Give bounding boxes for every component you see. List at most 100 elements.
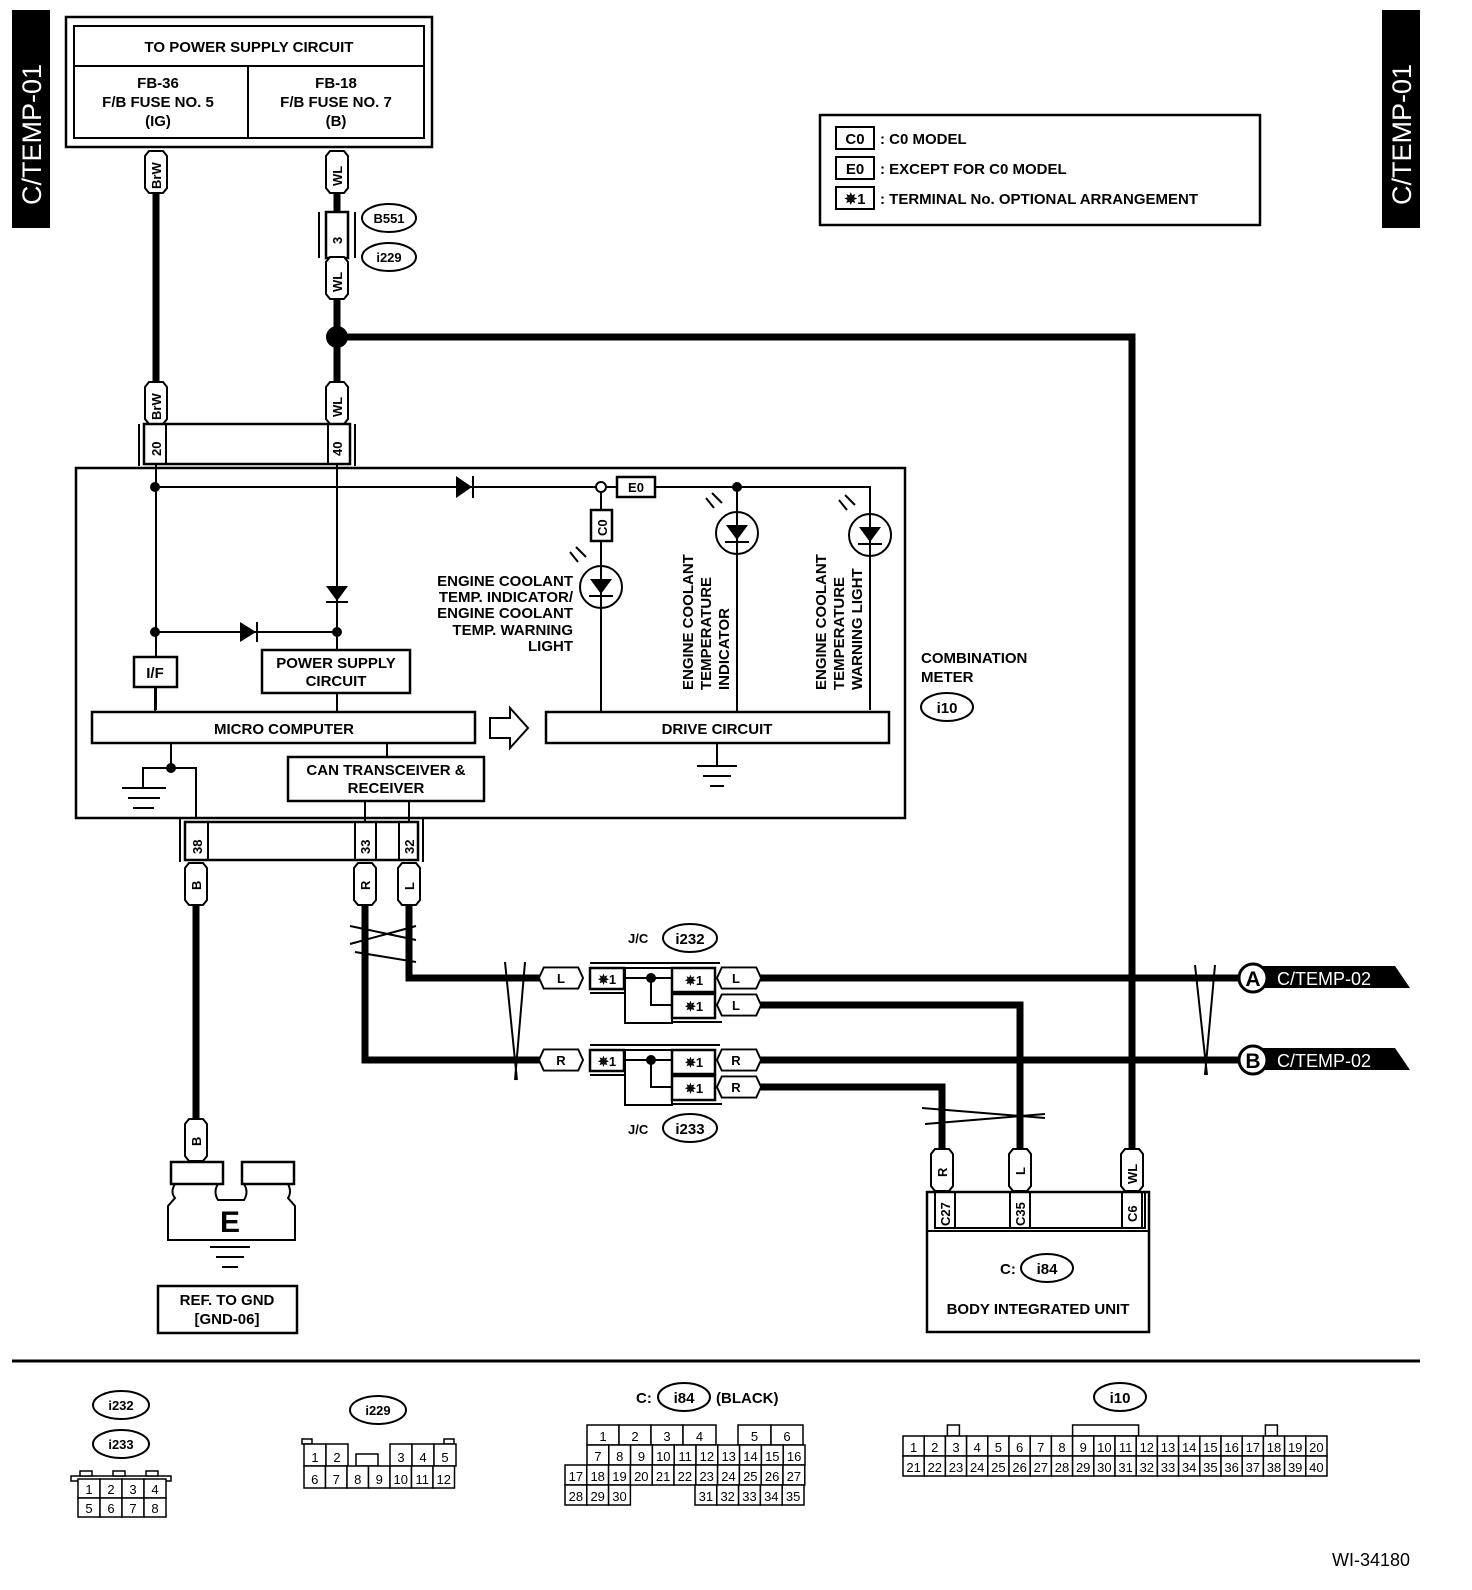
pin-number: 7 [594,1449,601,1464]
pin-number: 1 [599,1429,606,1444]
svg-text:TEMP. INDICATOR/: TEMP. INDICATOR/ [439,589,574,606]
svg-text:B551: B551 [373,211,404,226]
svg-text:33: 33 [358,840,373,854]
pin-number: 23 [949,1460,963,1475]
svg-text:i84: i84 [674,1390,696,1407]
svg-text:C/TEMP-02: C/TEMP-02 [1277,969,1371,989]
figure-id: WI-34180 [1332,1550,1410,1570]
svg-text:i232: i232 [108,1398,133,1413]
svg-text:✵1: ✵1 [844,191,866,208]
pin-number: 6 [311,1472,318,1487]
pin-number: 6 [783,1429,790,1444]
connector-key [1264,1424,1279,1437]
pin-number: 10 [656,1449,670,1464]
pin-number: 7 [1037,1440,1044,1455]
svg-text:LIGHT: LIGHT [528,638,573,655]
pin-number: 14 [743,1449,757,1464]
svg-text:(B): (B) [326,113,347,130]
svg-text:E: E [220,1206,240,1239]
pin-number: 8 [151,1501,158,1516]
pin-number: 37 [1246,1460,1260,1475]
svg-text:REF. TO GND: REF. TO GND [180,1292,275,1309]
pin-number: 13 [721,1449,735,1464]
pin-number: 3 [663,1429,670,1444]
svg-text:L: L [732,998,740,1013]
svg-text:FB-18: FB-18 [315,75,357,92]
svg-text:40: 40 [330,442,345,456]
pin-number: 3 [129,1482,136,1497]
svg-text:METER: METER [921,669,974,686]
pin-number: 19 [612,1469,626,1484]
pin-cell [607,1484,632,1506]
pin-number: 18 [1267,1440,1281,1455]
svg-text:i233: i233 [675,1121,704,1138]
page-tag-text: C/TEMP-01 [17,64,47,205]
svg-text:J/C: J/C [628,931,649,946]
svg-text:R: R [935,1167,950,1177]
svg-text:✵1: ✵1 [597,972,616,987]
svg-text:J/C: J/C [628,1122,649,1137]
micro-computer-block: MICRO COMPUTER [214,721,354,738]
pin-number: 12 [1140,1440,1154,1455]
svg-text:: C0 MODEL: : C0 MODEL [880,131,967,148]
svg-text:FB-36: FB-36 [137,75,179,92]
pin-number: 24 [721,1469,735,1484]
pin-number: 23 [699,1469,713,1484]
pin-number: 15 [765,1449,779,1464]
offpage-connector-b: B C/TEMP-02 [1237,1044,1410,1076]
wire-label-wl-mid: WL [325,256,349,300]
svg-text:i233: i233 [108,1437,133,1452]
svg-text:WARNING LIGHT: WARNING LIGHT [849,568,866,690]
svg-text:WL: WL [330,166,345,186]
svg-text:COMBINATION: COMBINATION [921,650,1027,667]
svg-text:ENGINE COOLANT: ENGINE COOLANT [437,605,573,622]
pin-number: 11 [1119,1440,1133,1455]
pin-number: 19 [1288,1440,1302,1455]
svg-text:✵1: ✵1 [684,1081,703,1096]
pin-number: 1 [910,1440,917,1455]
wire-label-brw-bottom: BrW [144,381,168,425]
pin-number: 33 [742,1489,756,1504]
pin-number: 13 [1161,1440,1175,1455]
pin-cell [781,1484,805,1506]
svg-text:(IG): (IG) [145,113,171,130]
pin-number: 5 [441,1450,448,1465]
pin-number: 25 [991,1460,1005,1475]
pin-number: 8 [1058,1440,1065,1455]
pin-number: 9 [376,1472,383,1487]
pin-number: 11 [416,1472,430,1487]
svg-text:i229: i229 [365,1403,390,1418]
wire-label-wl-bottom: WL [325,381,349,425]
pin-number: 7 [129,1501,136,1516]
svg-text:(BLACK): (BLACK) [716,1390,778,1407]
pin-number: 20 [1309,1440,1323,1455]
pin-number: 14 [1182,1440,1196,1455]
power-supply-box: TO POWER SUPPLY CIRCUIT FB-36 F/B FUSE N… [64,15,434,149]
pin-number: 9 [1080,1440,1087,1455]
drive-circuit-block: DRIVE CIRCUIT [662,721,773,738]
svg-text:TEMPERATURE: TEMPERATURE [831,577,848,690]
pin-number: 32 [1140,1460,1154,1475]
svg-text:R: R [358,880,373,890]
svg-text:[GND-06]: [GND-06] [194,1311,259,1328]
svg-text:A: A [1245,968,1260,991]
joint-connector-i232: J/C i232 L ✵1 ✵1 ✵1 L L [538,923,762,1024]
pin-number: 5 [995,1440,1002,1455]
pin-number: 35 [786,1489,800,1504]
svg-text:i229: i229 [376,250,401,265]
svg-text:BODY INTEGRATED UNIT: BODY INTEGRATED UNIT [947,1301,1130,1318]
pin-number: 28 [569,1489,583,1504]
wire-label-b: B [184,862,208,906]
svg-text:ENGINE COOLANT: ENGINE COOLANT [437,573,573,590]
connector-key [79,1470,93,1477]
pin-number: 4 [419,1450,426,1465]
offpage-connector-a: A C/TEMP-02 [1237,962,1410,994]
svg-text:E0: E0 [846,161,864,178]
pin-number: 29 [1076,1460,1090,1475]
pin-number: 26 [765,1469,779,1484]
pin-number: 2 [931,1440,938,1455]
pin-number: 34 [764,1489,778,1504]
page-tag-right: C/TEMP-01 [1382,10,1420,228]
svg-text:R: R [731,1053,741,1068]
